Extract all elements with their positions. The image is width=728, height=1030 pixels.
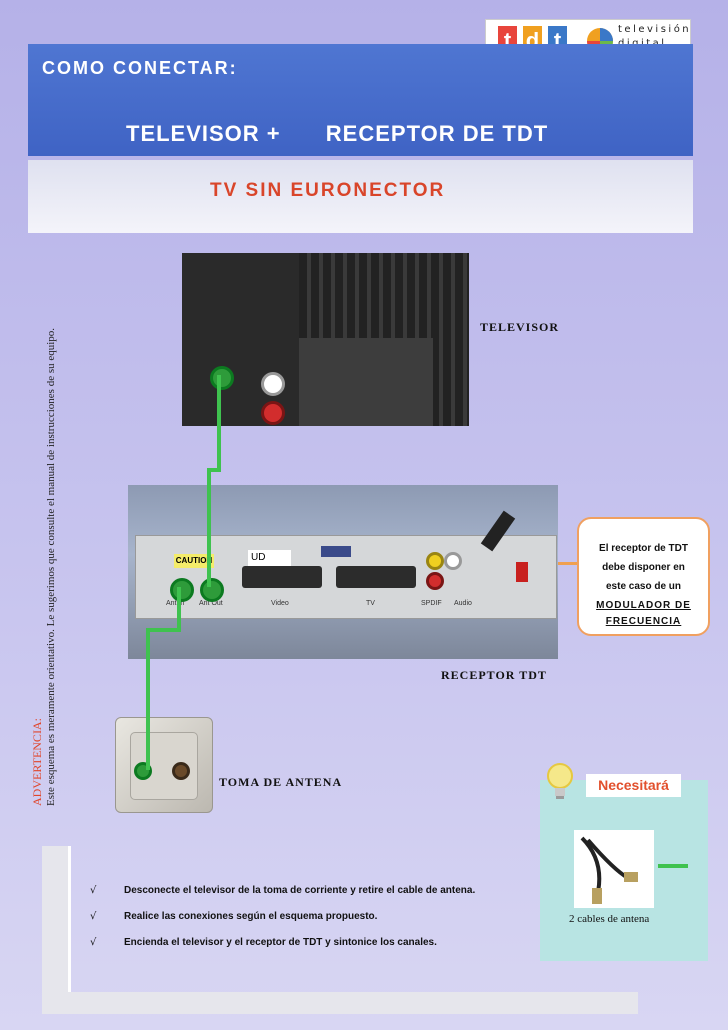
page-subtitle: TV SIN EURONECTOR [210,180,446,201]
antenna-wall-plate [115,717,213,813]
receiver-ant-in-socket [170,578,194,602]
port-label-spdif: SPDIF [421,600,442,607]
step-item: √ Realice las conexiones según el esquema… [90,911,377,922]
callout-line1: El receptor de TDT [599,543,688,554]
power-switch-icon [516,562,528,582]
step-item: √ Desconecte el televisor de la toma de c… [90,885,475,896]
tv-audio-red-socket [261,401,285,425]
tv-connector-panel [299,338,433,426]
modulator-callout: El receptor de TDT debe disponer en este… [577,517,710,636]
step-text: Realice las conexiones según el esquema … [124,911,378,922]
cable-legend-line [658,864,688,868]
tv-audio-white-socket [261,372,285,396]
callout-line2: debe disponer en [602,562,685,573]
needs-title: Necesitará [586,774,681,797]
cable-tv-to-receiver [207,375,221,587]
receiver-audio-r-socket [426,572,444,590]
callout-line5: FRECUENCIA [605,616,682,627]
receiver-back-panel: CAUTION UD Ant In Ant Out Video TV SPDIF… [135,510,557,619]
scart-video-port [242,566,322,588]
header-band: COMO CONECTAR: TELEVISOR + RECEPTOR DE T… [28,44,693,156]
cable-receiver-to-wall [146,587,181,770]
receiver-video-socket [426,552,444,570]
caution-label: CAUTION [174,554,214,568]
step-text: Encienda el televisor y el receptor de T… [124,937,437,948]
port-label-ant-out: Ant Out [199,600,223,607]
lightbulb-icon [547,763,573,799]
check-icon: √ [90,911,97,922]
section-label: COMO CONECTAR: [42,58,238,78]
antenna-label: TOMA DE ANTENA [219,775,343,789]
receiver-audio-l-socket [444,552,462,570]
callout-arrow-line [558,562,582,565]
logo-line1: televisión [618,24,692,35]
subtitle-band: TV SIN EURONECTOR [28,160,693,233]
step-item: √ Encienda el televisor y el receptor de … [90,937,437,948]
receiver-ant-out-socket [200,578,224,602]
callout-line3: este caso de un [605,581,682,592]
step-text: Desconecte el televisor de la toma de co… [124,885,476,896]
port-label-audio: Audio [454,600,472,607]
steps-frame-left [42,846,68,992]
port-label-tv: TV [366,600,375,607]
callout-line4: MODULADOR DE [596,600,691,611]
cable-count-label: 2 cables de antena [569,913,650,925]
port-label-ant-in: Ant In [166,600,185,607]
ud-label: UD [248,550,291,566]
title-part1: TELEVISOR + [126,121,281,146]
rs232-port [321,546,351,557]
antenna-cable-image [574,830,654,908]
page-title: TELEVISOR + RECEPTOR DE TDT [126,121,548,147]
check-icon: √ [90,937,97,948]
receiver-label: RECEPTOR TDT [441,668,547,682]
wall-radio-socket [172,762,190,780]
check-icon: √ [90,885,97,896]
antenna-cable-icon [580,836,638,904]
scart-tv-port [336,566,416,588]
tv-back-photo [182,253,299,426]
tv-label: TELEVISOR [480,320,560,334]
steps-frame-bottom [42,992,638,1014]
logo-line2: digital [618,38,667,49]
steps-frame-inner [68,846,71,994]
port-label-video: Video [271,600,289,607]
tv-antenna-socket [210,366,234,390]
title-part2: RECEPTOR DE TDT [325,121,549,146]
